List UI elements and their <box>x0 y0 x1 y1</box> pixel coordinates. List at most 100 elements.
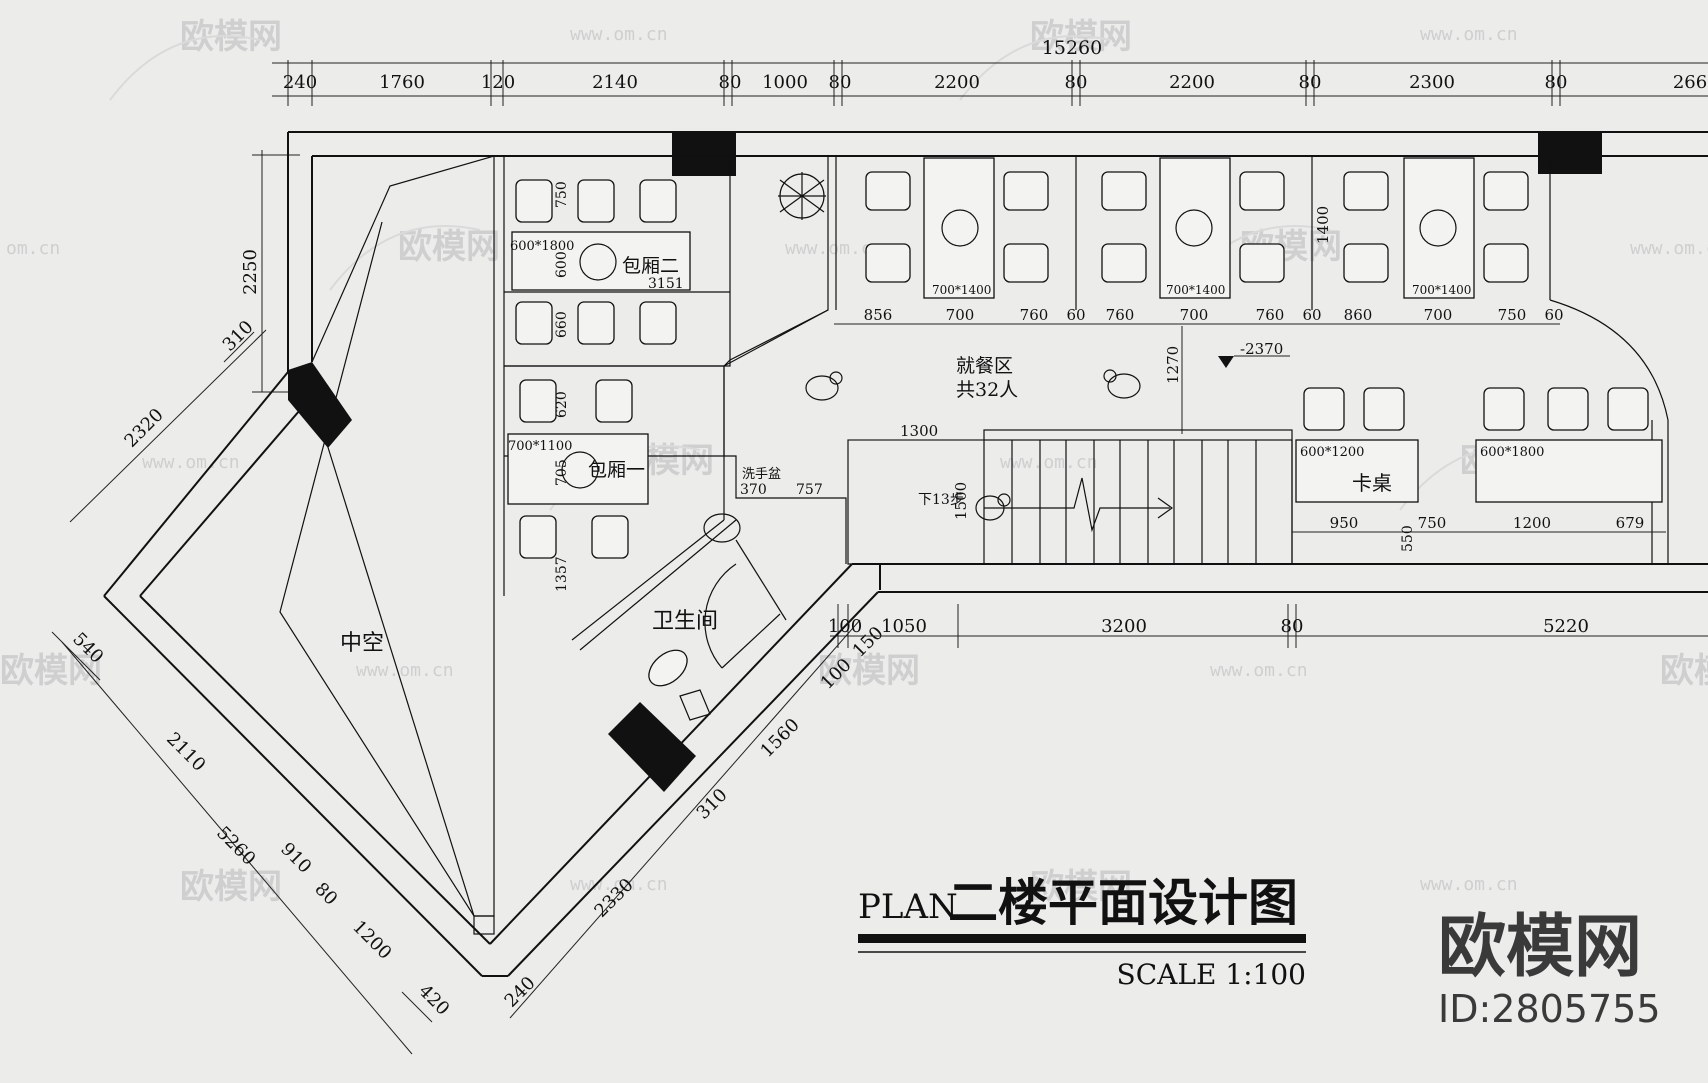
dim-dining: 700 <box>1424 306 1453 324</box>
watermark-brand: 欧模网 <box>0 651 102 691</box>
dim-bottom: 80 <box>1281 616 1304 637</box>
watermark-brand: 欧模网 <box>818 651 920 691</box>
table-size-label: 600*1200 <box>1300 445 1364 460</box>
watermark-url: www.om.cn <box>570 24 668 45</box>
dim-overall: 15260 <box>1042 37 1102 59</box>
column <box>1538 132 1602 174</box>
dim-top: 240 <box>283 72 317 93</box>
dim-bottom: 3200 <box>1101 616 1147 637</box>
structural-columns <box>288 132 1602 792</box>
drawing-scale: SCALE 1:100 <box>1117 958 1306 991</box>
private-room-2: 600*1800 包厢二 3151 750 600 660 <box>503 155 829 367</box>
title-block: PLAN 二楼平面设计图 SCALE 1:100 <box>858 874 1306 991</box>
stair-down-label: 下13步 <box>918 492 964 508</box>
dim-dining: 1400 <box>1314 206 1332 244</box>
dim-top: 80 <box>1065 72 1088 93</box>
dim-dining: 700 <box>1180 306 1209 324</box>
brand-watermark: 欧模网 ID:2805755 <box>1438 908 1661 1031</box>
dim-dining: 856 <box>864 306 893 324</box>
dim-top: 2300 <box>1409 72 1455 93</box>
dim-private: 660 <box>554 311 570 338</box>
watermark-url: www.om.cn <box>142 452 240 473</box>
title-underline <box>858 934 1306 943</box>
watermark-brand: 欧模网 <box>398 227 500 267</box>
dim-diag-left: 80 <box>310 879 341 910</box>
dim-booth: 1200 <box>1513 514 1551 532</box>
bottom-dimension-chain: 100 1050 3200 80 5220 <box>828 604 1708 648</box>
dim-top: 80 <box>719 72 742 93</box>
dim-diag-left: 420 <box>414 981 453 1020</box>
dim-private2: 1357 <box>554 556 570 592</box>
dim-dining: 760 <box>1256 306 1285 324</box>
dim-dining: 1270 <box>1164 346 1182 384</box>
diagonal-left-dimension-chain: 540 2110 5260 910 80 1200 420 <box>51 629 453 1055</box>
column <box>672 132 736 176</box>
watermark-brand: 欧模网 <box>1030 867 1132 907</box>
room-label-dining-count: 共32人 <box>956 379 1018 401</box>
dim-top: 80 <box>1299 72 1322 93</box>
table-size-label: 700*1400 <box>1412 283 1471 297</box>
watermark-url: www.om.cn <box>570 874 668 895</box>
dim-left: 2250 <box>240 249 261 295</box>
table-size-label: 700*1400 <box>1166 283 1225 297</box>
column <box>608 702 696 792</box>
dim-private: 750 <box>554 181 570 208</box>
level-marker: -2370 <box>1240 340 1283 358</box>
watermark-url: www.om.cn <box>356 660 454 681</box>
dim-dining: 760 <box>1106 306 1135 324</box>
dim-dining: 700 <box>946 306 975 324</box>
room-label-booth: 卡桌 <box>1352 471 1392 495</box>
dim-booth: 679 <box>1616 514 1645 532</box>
page-title: 二楼平面设计图 <box>948 874 1298 932</box>
column <box>288 362 352 448</box>
room-label-private1: 包厢一 <box>588 459 645 481</box>
top-dimension-chain: 15260 240 1760 120 2140 80 1000 80 2200 … <box>272 37 1708 106</box>
toilet-room: 洗手盆 370 757 卫生间 <box>579 455 847 721</box>
watermark-url: www.om.cn <box>1420 874 1518 895</box>
dim-booth: 950 <box>1330 514 1359 532</box>
dim-diag-right: 310 <box>693 785 732 824</box>
dim-booth: 550 <box>1400 525 1416 552</box>
watermark-url: www.om.cn <box>1630 238 1708 259</box>
dim-top: 2200 <box>1169 72 1215 93</box>
brand-logo-text: 欧模网 <box>1438 908 1642 987</box>
room-label-private2: 包厢二 <box>622 255 679 277</box>
person-icon <box>975 493 1011 521</box>
dim-dining: 60 <box>1302 306 1321 324</box>
dim-top: 1760 <box>379 72 425 93</box>
dim-dining: 60 <box>1544 306 1563 324</box>
dim-dining: 60 <box>1066 306 1085 324</box>
watermark-url: om.cn <box>6 238 60 259</box>
dim-left: 310 <box>219 317 258 356</box>
watermark-url: www.om.cn <box>1420 24 1518 45</box>
dim-diag-left: 5260 <box>212 822 259 869</box>
dim-top: 266 <box>1673 72 1707 93</box>
private-room-1: 700*1100 包厢一 2171 620 705 1357 <box>503 365 725 641</box>
table-size-label: 600*1800 <box>510 239 574 254</box>
wash-basin-label: 洗手盆 <box>742 467 781 482</box>
dim-booth: 750 <box>1418 514 1447 532</box>
dim-top: 1000 <box>762 72 808 93</box>
dim-wash: 370 <box>740 482 767 498</box>
table-size-label: 700*1100 <box>508 439 572 454</box>
dim-top: 120 <box>481 72 515 93</box>
watermark-brand: 欧模网 <box>180 867 282 907</box>
dim-dining: 860 <box>1344 306 1373 324</box>
dim-stair: 1500 <box>952 482 970 520</box>
dim-diag-left: 910 <box>276 839 315 878</box>
watermark-url: www.om.cn <box>785 238 883 259</box>
watermark-url: www.om.cn <box>1210 660 1308 681</box>
room-label-void: 中空 <box>340 631 384 656</box>
dim-private-width: 3151 <box>648 276 684 292</box>
plant-icon <box>778 172 826 220</box>
dim-private2: 620 <box>554 391 570 418</box>
model-id: ID:2805755 <box>1438 987 1661 1031</box>
building-outline <box>103 131 1708 977</box>
dim-top: 2200 <box>934 72 980 93</box>
watermark-url: www.om.cn <box>1000 452 1098 473</box>
booth-area: 600*1200 600*1800 卡桌 950 750 1200 679 55… <box>1292 387 1666 552</box>
table-size-label: 600*1800 <box>1480 445 1544 460</box>
dim-bottom: 5220 <box>1543 616 1589 637</box>
